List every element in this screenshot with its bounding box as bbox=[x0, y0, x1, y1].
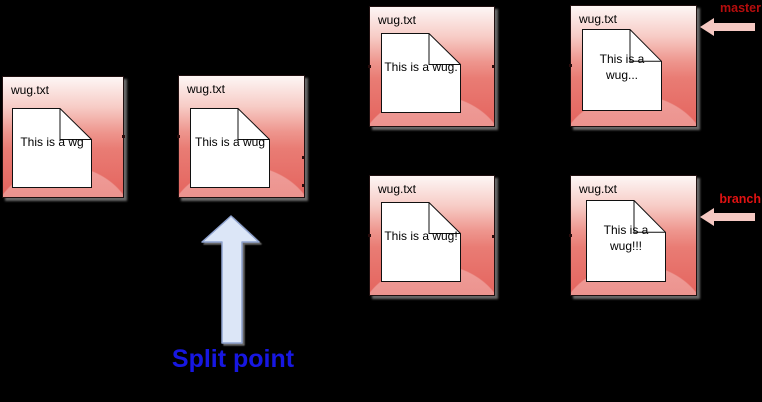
connector-tick bbox=[177, 135, 180, 138]
document-icon: This is a wug! bbox=[381, 202, 461, 282]
connector-tick bbox=[492, 235, 495, 238]
document-icon: This is a wug... bbox=[582, 29, 662, 111]
document-icon: This is a wug. bbox=[381, 33, 461, 113]
document-icon: This is a wg bbox=[12, 108, 92, 188]
folded-page-icon bbox=[582, 29, 662, 111]
connector-tick bbox=[368, 65, 371, 68]
split-point-label: Split point bbox=[171, 345, 295, 373]
branch-label: branch bbox=[719, 192, 761, 206]
folded-page-icon bbox=[12, 108, 92, 188]
folded-page-icon bbox=[190, 108, 270, 188]
folded-page-icon bbox=[586, 200, 666, 282]
commit-box-2: wug.txt This is a wug bbox=[178, 75, 305, 198]
connector-tick bbox=[368, 234, 371, 237]
commit-box-6: wug.txt This is a wug!!! bbox=[570, 175, 697, 296]
connector-tick bbox=[302, 156, 305, 159]
file-name-label: wug.txt bbox=[378, 182, 417, 196]
document-text: This is a wug! bbox=[384, 229, 458, 243]
split-point-arrow-icon bbox=[195, 213, 265, 347]
document-text: This is a wug... bbox=[599, 52, 645, 82]
connector-tick bbox=[569, 234, 572, 237]
branch-pointer-arrow-icon bbox=[699, 207, 756, 227]
master-branch-label: master bbox=[720, 1, 761, 15]
file-name-label: wug.txt bbox=[579, 12, 618, 26]
folded-page-icon bbox=[381, 33, 461, 113]
document-icon: This is a wug!!! bbox=[586, 200, 666, 282]
connector-tick bbox=[569, 64, 572, 67]
commit-box-4: wug.txt This is a wug... bbox=[570, 5, 697, 127]
connector-tick bbox=[122, 135, 125, 138]
commit-box-5: wug.txt This is a wug! bbox=[369, 175, 495, 296]
document-text: This is a wug. bbox=[384, 60, 458, 74]
document-text: This is a wug!!! bbox=[603, 223, 649, 253]
folded-page-icon bbox=[381, 202, 461, 282]
commit-box-1: wug.txt This is a wg bbox=[2, 76, 124, 198]
document-text: This is a wg bbox=[20, 135, 84, 149]
connector-tick bbox=[302, 184, 305, 187]
file-name-label: wug.txt bbox=[378, 13, 417, 27]
document-icon: This is a wug bbox=[190, 108, 270, 188]
file-name-label: wug.txt bbox=[187, 82, 226, 96]
commit-box-3: wug.txt This is a wug. bbox=[369, 6, 495, 127]
file-name-label: wug.txt bbox=[11, 83, 50, 97]
connector-tick bbox=[492, 65, 495, 68]
file-name-label: wug.txt bbox=[579, 182, 618, 196]
document-text: This is a wug bbox=[194, 135, 266, 149]
master-pointer-arrow-icon bbox=[699, 17, 756, 37]
